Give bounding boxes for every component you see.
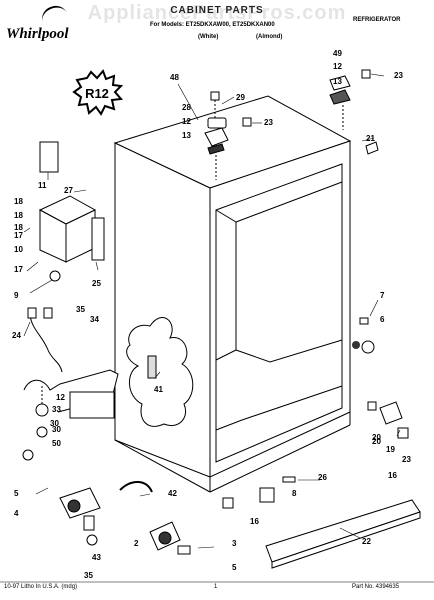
product-type: REFRIGERATOR xyxy=(353,17,401,23)
callout-18: 18 xyxy=(14,223,23,232)
models-line: For Models: ET25DKXAW00, ET25DKXAN00 xyxy=(150,22,275,28)
callout-12: 12 xyxy=(333,62,342,71)
top-hinge-right xyxy=(329,69,371,130)
callout-21: 21 xyxy=(366,134,375,143)
callout-16: 16 xyxy=(388,471,397,480)
callout-9: 9 xyxy=(14,291,19,300)
callout-49: 49 xyxy=(333,49,342,58)
footer-litho: 10-97 Litho In U.S.A. (mdg) xyxy=(4,584,78,590)
leader-lines xyxy=(23,73,401,549)
toe-grille xyxy=(265,499,421,569)
callout-7: 7 xyxy=(380,291,385,300)
callout-23: 23 xyxy=(394,71,403,80)
grommet-2 xyxy=(22,449,34,461)
watermark: AppliancePartsPros.com xyxy=(87,2,347,24)
compressor-mount xyxy=(59,487,101,546)
callout-43: 43 xyxy=(92,553,101,562)
callout-35: 35 xyxy=(84,571,93,580)
callout-12: 12 xyxy=(182,117,191,126)
callout-35: 35 xyxy=(76,305,85,314)
callout-16: 16 xyxy=(250,517,259,526)
callout-41: 41 xyxy=(154,385,163,394)
brand-name: Whirlpool xyxy=(6,26,69,42)
callout-17: 17 xyxy=(14,265,23,274)
callout-22: 22 xyxy=(362,537,371,546)
callout-23: 23 xyxy=(402,455,411,464)
terminal-block xyxy=(39,141,59,173)
callout-24: 24 xyxy=(12,331,21,340)
top-hinge-left xyxy=(204,91,252,180)
r12-label: R12 xyxy=(85,86,109,101)
callout-25: 25 xyxy=(92,279,101,288)
callout-17: 17 xyxy=(14,231,23,240)
callout-48: 48 xyxy=(170,73,179,82)
brand-logo: Whirlpool xyxy=(2,2,72,46)
callout-28: 28 xyxy=(182,103,191,112)
screw xyxy=(352,341,360,349)
callout-6: 6 xyxy=(380,315,385,324)
roller-assembly xyxy=(149,521,191,555)
callout-33: 33 xyxy=(52,405,61,414)
callout-20: 20 xyxy=(372,433,381,442)
callout-10: 10 xyxy=(14,245,23,254)
hinge-cover xyxy=(365,141,379,155)
callout-group: 4829281213234912132321112718171092425353… xyxy=(12,49,411,580)
callout-3: 3 xyxy=(232,539,237,548)
callout-8: 8 xyxy=(292,489,297,498)
drain-tube xyxy=(147,355,157,379)
callout-23: 23 xyxy=(264,118,273,127)
grommet xyxy=(49,270,61,282)
callout-11: 11 xyxy=(38,181,47,190)
drain-hose xyxy=(119,481,153,493)
footer-part-number: Part No. 4394635 xyxy=(352,584,400,590)
callout-42: 42 xyxy=(168,489,177,498)
section-title: CABINET PARTS xyxy=(170,5,264,16)
callout-4: 4 xyxy=(14,509,19,518)
callout-18: 18 xyxy=(14,211,23,220)
control-box xyxy=(38,195,105,263)
callout-13: 13 xyxy=(333,77,342,86)
color-white: (White) xyxy=(198,34,219,40)
callout-30: 30 xyxy=(52,425,61,434)
harness-connector-2 xyxy=(43,307,53,319)
defrost-timer xyxy=(23,369,119,438)
callout-19: 19 xyxy=(386,445,395,454)
color-almond: (Almond) xyxy=(256,34,283,40)
callout-5: 5 xyxy=(14,489,19,498)
callout-12: 12 xyxy=(56,393,65,402)
wire-harness xyxy=(29,314,63,373)
callout-2: 2 xyxy=(134,539,139,548)
callout-13: 13 xyxy=(182,131,191,140)
rear-roller xyxy=(359,317,409,439)
callout-34: 34 xyxy=(90,315,99,324)
callout-29: 29 xyxy=(236,93,245,102)
callout-20: 20 xyxy=(372,437,381,446)
callout-26: 26 xyxy=(318,473,327,482)
callout-27: 27 xyxy=(64,186,73,195)
harness-connector xyxy=(27,307,37,319)
footer-page-number: 1 xyxy=(214,584,218,590)
callout-5: 5 xyxy=(232,563,237,572)
r12-badge: R12 xyxy=(72,69,124,116)
front-leveler xyxy=(222,476,296,509)
refrigerator-cabinet xyxy=(113,95,352,493)
callout-50: 50 xyxy=(52,439,61,448)
callout-30: 30 xyxy=(50,419,59,428)
callout-18: 18 xyxy=(14,197,23,206)
